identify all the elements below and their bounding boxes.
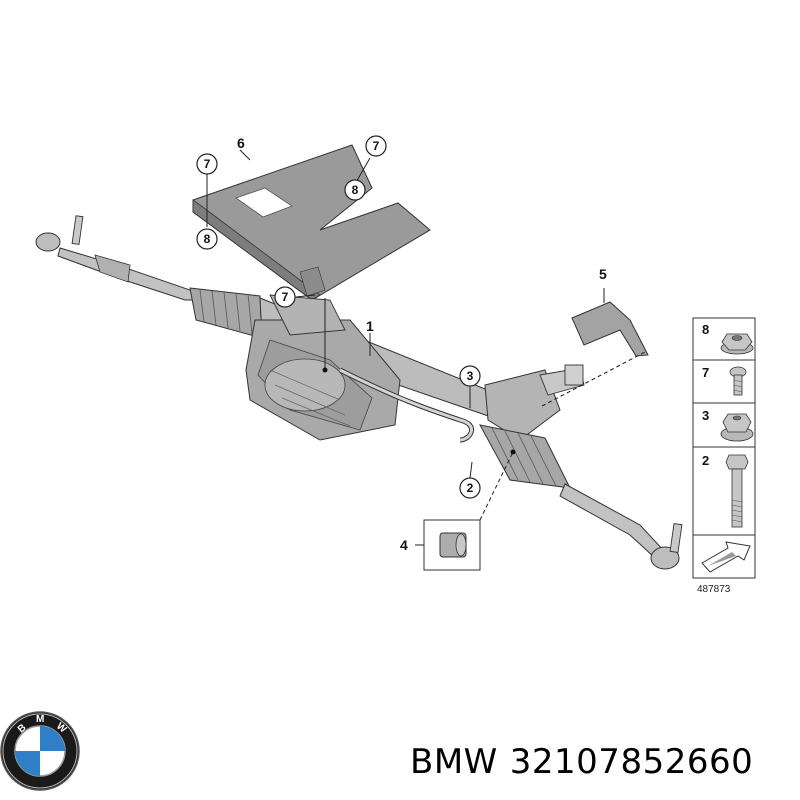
bracket-part [571,301,649,357]
fastener-legend: 8 7 3 2 [692,317,756,579]
callout-7-middle: 7 [274,286,296,308]
callout-3: 3 [459,365,481,387]
svg-text:3: 3 [702,408,709,423]
diagram-id: 487873 [697,584,731,595]
svg-text:4: 4 [400,537,408,553]
steering-rack-assembly [35,215,683,570]
svg-text:8: 8 [204,232,211,246]
svg-text:5: 5 [599,266,607,282]
callout-8-left: 8 [196,228,218,250]
svg-text:M: M [36,714,44,725]
direction-arrow-icon [701,541,751,573]
callout-8-top-right: 8 [344,179,366,201]
leader-dot [322,367,328,373]
svg-text:3: 3 [467,369,474,383]
svg-text:2: 2 [467,481,474,495]
svg-text:6: 6 [237,135,245,151]
svg-text:7: 7 [702,365,709,380]
legend-row-7: 7 [702,365,747,396]
brand-name: BMW [410,742,498,782]
legend-row-2: 2 [702,453,749,528]
screw-icon [729,366,747,396]
callout-7-top-right: 7 [365,135,387,157]
svg-text:7: 7 [282,290,289,304]
flange-nut-icon [720,333,754,355]
heat-shield-cover [192,144,431,301]
svg-text:7: 7 [373,139,380,153]
callout-6: 6 [237,135,245,151]
legend-row-3: 3 [702,408,754,442]
svg-text:8: 8 [352,183,359,197]
svg-text:2: 2 [702,453,709,468]
bmw-logo: B M W [0,711,80,791]
leader-dot [510,449,516,455]
self-locking-nut-icon [720,413,754,442]
callout-2: 2 [459,477,481,499]
part-number: 32107852660 [509,742,754,782]
leader-lines [206,149,646,546]
callout-7-top-left: 7 [196,153,218,175]
rubber-mount-box [423,519,481,571]
callout-4: 4 [400,537,408,553]
legend-row-8: 8 [702,322,754,355]
svg-text:7: 7 [204,157,211,171]
callout-5: 5 [599,266,607,282]
callout-1: 1 [366,318,374,334]
svg-text:1: 1 [366,318,374,334]
svg-text:8: 8 [702,322,709,337]
bolt-icon [725,454,749,528]
part-caption: BMW 32107852660 [410,742,765,782]
